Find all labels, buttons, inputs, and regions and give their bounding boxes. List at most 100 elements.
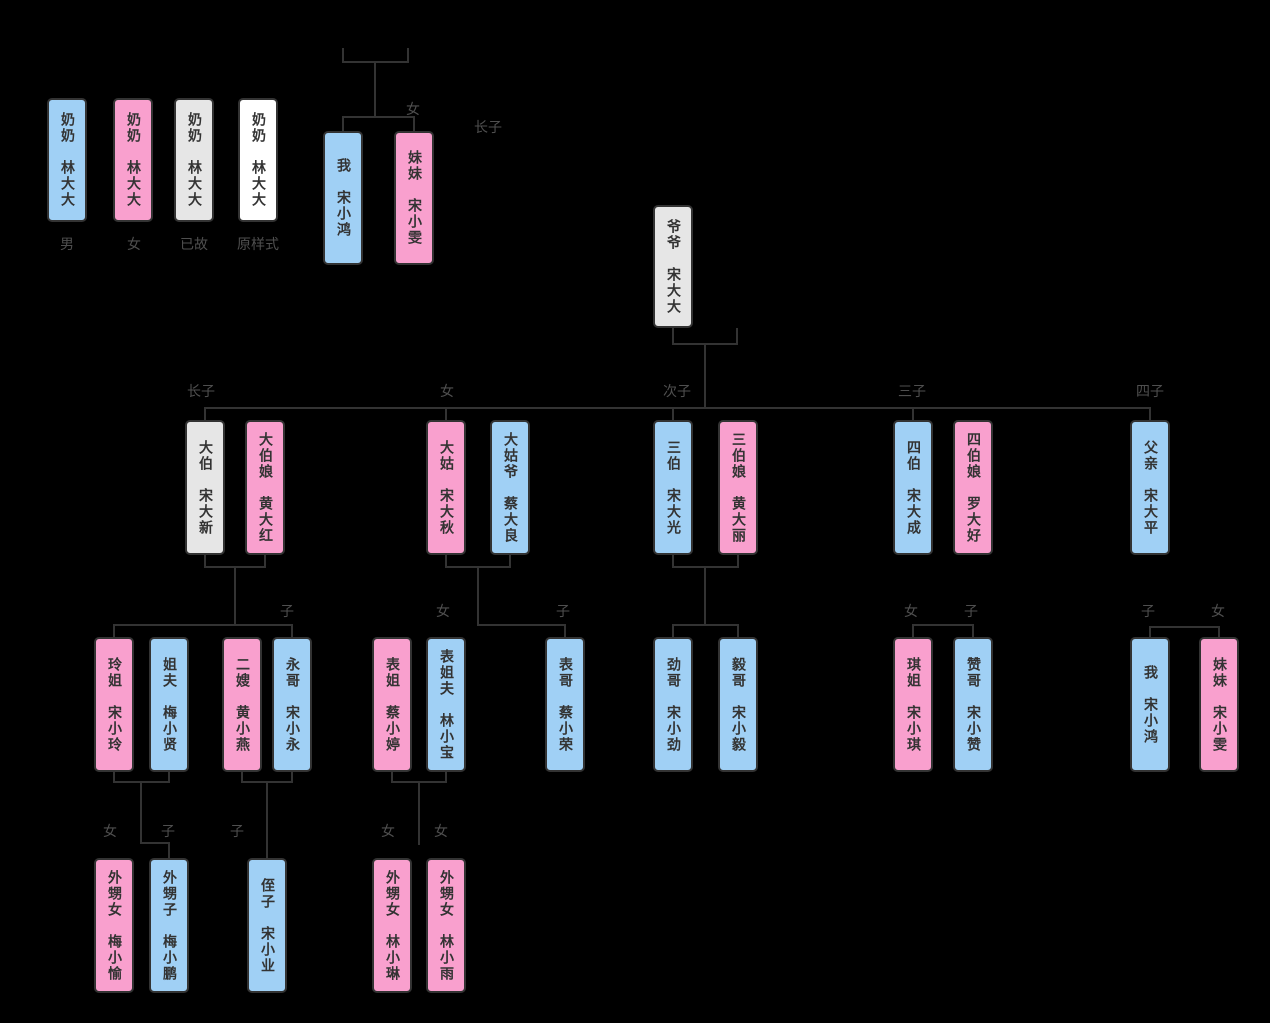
connector <box>241 772 243 782</box>
person-node-sanboniang[interactable]: 三伯娘 黄大丽 <box>718 420 758 555</box>
connector <box>234 566 236 625</box>
connector <box>972 624 974 637</box>
legend-label-male: 男 <box>60 237 74 253</box>
label-gen2-eldest-son: 长子 <box>187 384 215 400</box>
connector <box>342 48 344 63</box>
person-node-biaojie[interactable]: 表姐 蔡小婷 <box>372 637 412 772</box>
label-gen3-groupB-daughter: 女 <box>436 604 450 620</box>
connector <box>407 48 409 63</box>
connector <box>445 555 447 567</box>
label-gen4-son-mei: 子 <box>161 824 175 840</box>
person-node-niece-lin1[interactable]: 外甥女 林小琳 <box>372 858 412 993</box>
connector <box>204 407 206 420</box>
person-node-me[interactable]: 我 宋小鸿 <box>1130 637 1170 772</box>
connector <box>672 407 674 420</box>
connector <box>168 842 170 858</box>
person-node-ersao[interactable]: 二嫂 黄小燕 <box>222 637 262 772</box>
connector <box>391 772 393 782</box>
connector <box>113 624 115 637</box>
connector <box>737 624 739 637</box>
label-gen3-groupD-daughter: 女 <box>904 604 918 620</box>
connector <box>1149 407 1151 420</box>
connector <box>113 624 293 626</box>
label-gen3-groupE-son: 子 <box>1141 604 1155 620</box>
person-node-father[interactable]: 父亲 宋大平 <box>1130 420 1170 555</box>
label-gen4-son-song: 子 <box>230 824 244 840</box>
connector <box>672 624 739 626</box>
connector <box>204 555 206 567</box>
connector <box>912 624 914 637</box>
connector <box>1218 626 1220 637</box>
connector <box>445 407 447 420</box>
label-gen3-groupE-daughter: 女 <box>1211 604 1225 620</box>
connector <box>291 772 293 782</box>
connector <box>672 624 674 637</box>
connector <box>912 624 974 626</box>
person-node-biaoge[interactable]: 表哥 蔡小荣 <box>545 637 585 772</box>
person-node-yige[interactable]: 毅哥 宋小毅 <box>718 637 758 772</box>
person-node-dabo[interactable]: 大伯 宋大新 <box>185 420 225 555</box>
connector <box>672 328 674 344</box>
label-gen4-daughter-lin1: 女 <box>381 824 395 840</box>
label-top-gender: 女 <box>406 102 420 118</box>
label-gen2-fourth-son: 四子 <box>1136 384 1164 400</box>
person-node-daboniang[interactable]: 大伯娘 黄大红 <box>245 420 285 555</box>
legend-node-female[interactable]: 奶奶 林大大 <box>113 98 153 222</box>
person-node-niece-mei[interactable]: 外甥女 梅小愉 <box>94 858 134 993</box>
legend-label-original: 原样式 <box>237 237 279 253</box>
connector <box>737 555 739 567</box>
connector <box>413 117 415 131</box>
legend-label-deceased: 已故 <box>180 237 208 253</box>
label-gen2-third-son: 三子 <box>898 384 926 400</box>
label-gen4-daughter-mei: 女 <box>103 824 117 840</box>
person-node-sibo[interactable]: 四伯 宋大成 <box>893 420 933 555</box>
connector <box>445 772 447 782</box>
connector <box>168 772 170 782</box>
person-node-dagu[interactable]: 大姑 宋大秋 <box>426 420 466 555</box>
person-node-niece-lin2[interactable]: 外甥女 林小雨 <box>426 858 466 993</box>
connector <box>1149 626 1220 628</box>
legend-node-deceased[interactable]: 奶奶 林大大 <box>174 98 214 222</box>
connector <box>564 624 566 637</box>
person-node-daguye[interactable]: 大姑爷 蔡大良 <box>490 420 530 555</box>
person-node-qijie[interactable]: 琪姐 宋小琪 <box>893 637 933 772</box>
person-node-zange[interactable]: 赞哥 宋小赞 <box>953 637 993 772</box>
connector <box>140 842 170 844</box>
connector <box>477 624 566 626</box>
person-node-jiefu[interactable]: 姐夫 梅小贤 <box>149 637 189 772</box>
label-gen2-second-son: 次子 <box>663 384 691 400</box>
person-node-top-me[interactable]: 我 宋小鸿 <box>323 131 363 265</box>
connector <box>342 116 415 118</box>
label-gen4-daughter-lin2: 女 <box>434 824 448 840</box>
label-top-eldest: 长子 <box>474 120 502 136</box>
connector <box>1149 626 1151 637</box>
person-node-top-sister[interactable]: 妹妹 宋小雯 <box>394 131 434 265</box>
person-node-nephew-song[interactable]: 侄子 宋小业 <box>247 858 287 993</box>
connector <box>418 781 420 845</box>
person-node-jinge[interactable]: 劲哥 宋小劲 <box>653 637 693 772</box>
connector <box>672 555 674 567</box>
label-gen2-daughter: 女 <box>440 384 454 400</box>
connector <box>342 117 344 131</box>
person-node-grandpa[interactable]: 爷爷 宋大大 <box>653 205 693 328</box>
label-gen3-groupD-son: 子 <box>964 604 978 620</box>
person-node-siboniang[interactable]: 四伯娘 罗大好 <box>953 420 993 555</box>
label-gen3-groupB-son: 子 <box>556 604 570 620</box>
person-node-yongge[interactable]: 永哥 宋小永 <box>272 637 312 772</box>
person-node-nephew-mei[interactable]: 外甥子 梅小鹏 <box>149 858 189 993</box>
connector <box>704 566 706 625</box>
person-node-biaojiefu[interactable]: 表姐夫 林小宝 <box>426 637 466 772</box>
connector <box>374 61 376 117</box>
label-gen3-groupA-son: 子 <box>280 604 294 620</box>
person-node-sister[interactable]: 妹妹 宋小雯 <box>1199 637 1239 772</box>
connector <box>477 566 479 625</box>
legend-label-female: 女 <box>127 237 141 253</box>
connector <box>266 781 268 858</box>
person-node-sanbo[interactable]: 三伯 宋大光 <box>653 420 693 555</box>
connector <box>291 624 293 637</box>
legend-node-male[interactable]: 奶奶 林大大 <box>47 98 87 222</box>
person-node-lingjie[interactable]: 玲姐 宋小玲 <box>94 637 134 772</box>
connector <box>264 555 266 567</box>
legend-node-original[interactable]: 奶奶 林大大 <box>238 98 278 222</box>
